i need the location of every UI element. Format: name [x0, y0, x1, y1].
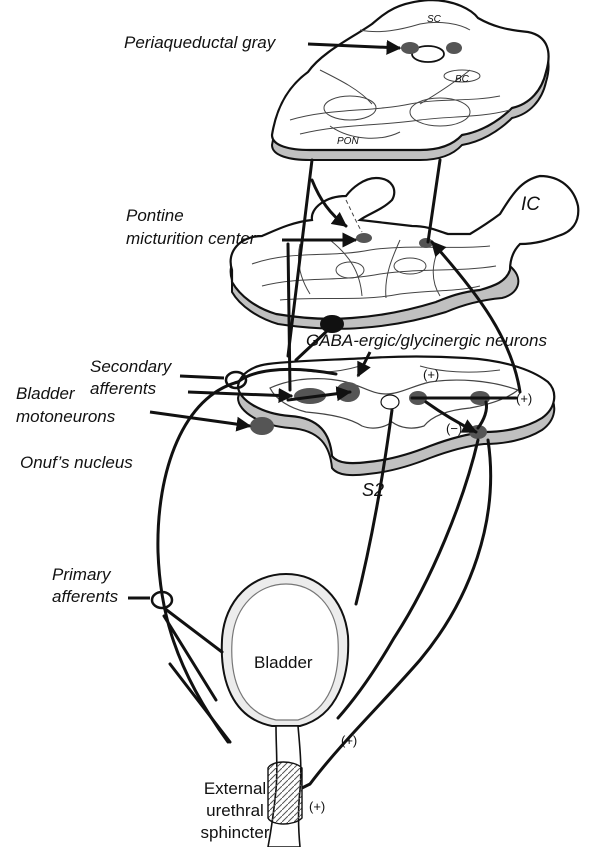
- label-pontine-line1: Pontine: [126, 205, 184, 226]
- sign-plus-sphincter: (+): [309, 800, 325, 814]
- periaqueductal-gray-nucleus: [401, 42, 419, 54]
- central-canal: [381, 395, 399, 409]
- sign-plus-spinal: (+): [423, 368, 439, 382]
- label-bc: BC: [455, 74, 469, 86]
- sign-plus-right: (+): [516, 392, 532, 406]
- label-sphincter-line1: External: [197, 778, 273, 799]
- label-bladder-moto-line1: Bladder: [16, 383, 75, 404]
- label-s2: S2: [362, 480, 384, 501]
- label-periaqueductal-gray: Periaqueductal gray: [124, 32, 275, 53]
- label-sphincter-line3: sphincter: [194, 822, 276, 843]
- midbrain-section: [272, 0, 549, 160]
- label-bladder: Bladder: [254, 652, 313, 673]
- label-secondary-line2: afferents: [90, 378, 156, 399]
- label-pon: PON: [337, 136, 359, 148]
- label-sc: SC: [427, 14, 441, 26]
- onufs-nucleus: [250, 417, 274, 435]
- label-pontine-line2: micturition center: [126, 228, 255, 249]
- label-onufs-nucleus: Onuf’s nucleus: [20, 452, 133, 473]
- label-bladder-moto-line2: motoneurons: [16, 406, 115, 427]
- label-gaba-neurons: GABA-ergic/glycinergic neurons: [306, 330, 547, 351]
- label-primary-line2: afferents: [52, 586, 118, 607]
- label-sphincter-line2: urethral: [197, 800, 273, 821]
- label-secondary-line1: Secondary: [90, 356, 171, 377]
- pontine-micturition-center-nucleus: [356, 233, 372, 243]
- sign-minus: (−): [446, 422, 462, 436]
- label-primary-line1: Primary: [52, 564, 111, 585]
- sign-plus-bladder: (+): [341, 734, 357, 748]
- external-urethral-sphincter: [268, 762, 302, 824]
- label-ic: IC: [521, 194, 540, 215]
